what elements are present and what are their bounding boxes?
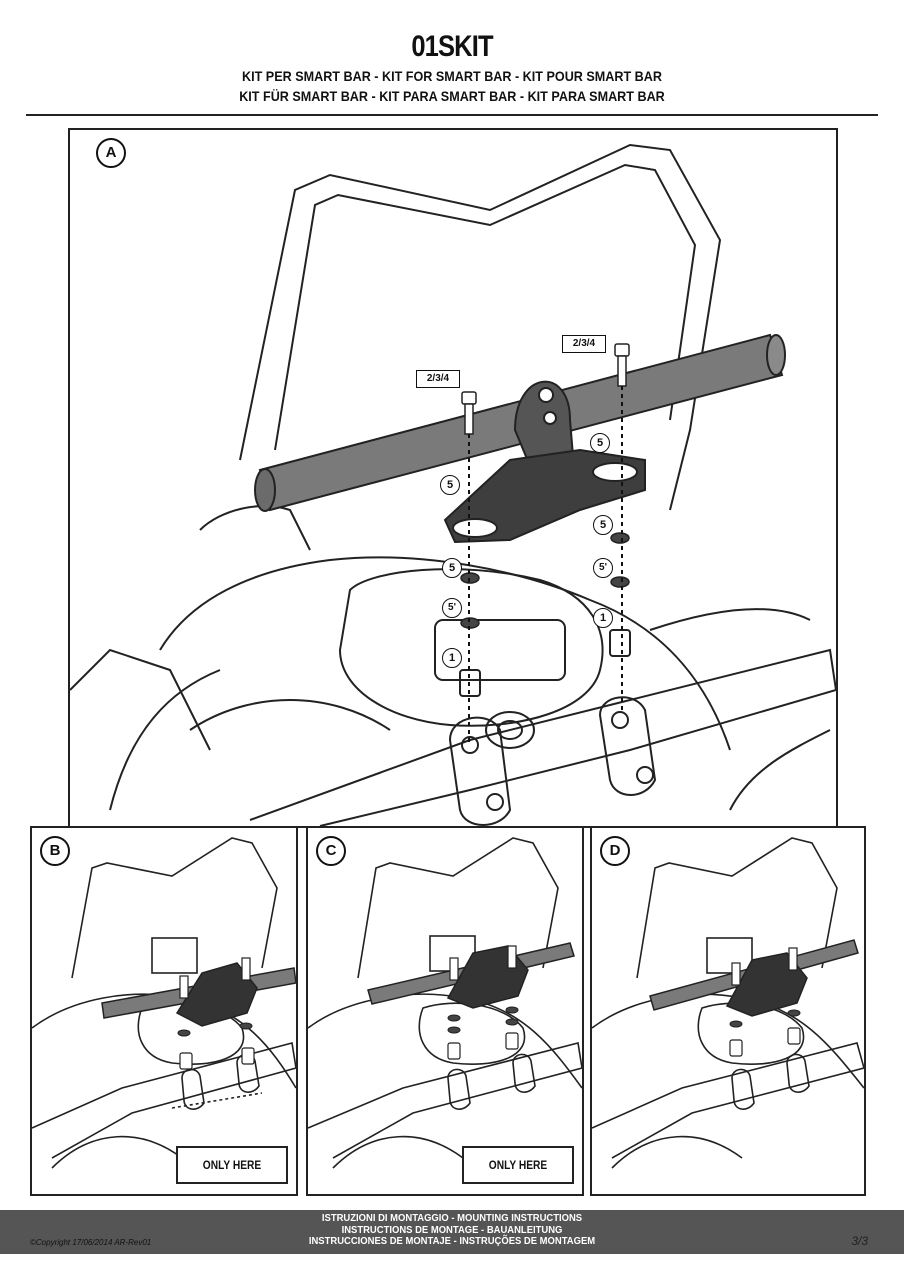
panel-b: B ONLY HERE <box>30 826 298 1196</box>
footer-band: ISTRUZIONI DI MONTAGGIO - MOUNTING INSTR… <box>0 1210 904 1254</box>
header-divider <box>26 114 878 116</box>
panel-a-illustration <box>70 143 836 826</box>
callout-screw-right: 2/3/4 <box>562 335 606 353</box>
panel-d-letter: D <box>600 836 630 866</box>
page-number: 3/3 <box>851 1234 868 1248</box>
callout-part-5-right: 5 <box>590 433 610 453</box>
panel-c-letter: C <box>316 836 346 866</box>
panel-b-illustration <box>32 837 296 1169</box>
callout-part-5-left-lower: 5 <box>442 558 462 578</box>
panel-a: A 2/3/4 2/3/4 5 5 5 5' 1 5 5' 1 <box>68 128 838 828</box>
panel-b-only-here-label: ONLY HERE <box>176 1146 288 1184</box>
callout-part-5-left: 5 <box>440 475 460 495</box>
document-title: 01SKIT <box>411 30 493 63</box>
subtitle-line-2: KIT FÜR SMART BAR - KIT PARA SMART BAR -… <box>239 88 665 104</box>
panel-a-letter: A <box>96 138 126 168</box>
callout-part-5b-right: 5' <box>593 558 613 578</box>
panel-c: C ONLY HERE <box>306 826 584 1196</box>
panel-d-illustration <box>592 837 864 1169</box>
callout-part-1-right: 1 <box>593 608 613 628</box>
panel-d: D <box>590 826 866 1196</box>
footer-line-1: ISTRUZIONI DI MONTAGGIO - MOUNTING INSTR… <box>321 1212 583 1224</box>
panel-c-illustration <box>308 837 582 1169</box>
panel-b-letter: B <box>40 836 70 866</box>
callout-screw-left: 2/3/4 <box>416 370 460 388</box>
copyright-text: ©Copyright 17/06/2014 AR-Rev01 <box>30 1238 152 1247</box>
callout-part-5b-left: 5' <box>442 598 462 618</box>
callout-part-1-left: 1 <box>442 648 462 668</box>
subtitle-line-1: KIT PER SMART BAR - KIT FOR SMART BAR - … <box>242 68 662 84</box>
callout-part-5-right-lower: 5 <box>593 515 613 535</box>
footer-line-2: INSTRUCTIONS DE MONTAGE - BAUANLEITUNG <box>341 1223 563 1236</box>
footer-line-3: INSTRUCCIONES DE MONTAJE - INSTRUÇÕES DE… <box>308 1235 596 1247</box>
panel-c-only-here-label: ONLY HERE <box>462 1146 574 1184</box>
